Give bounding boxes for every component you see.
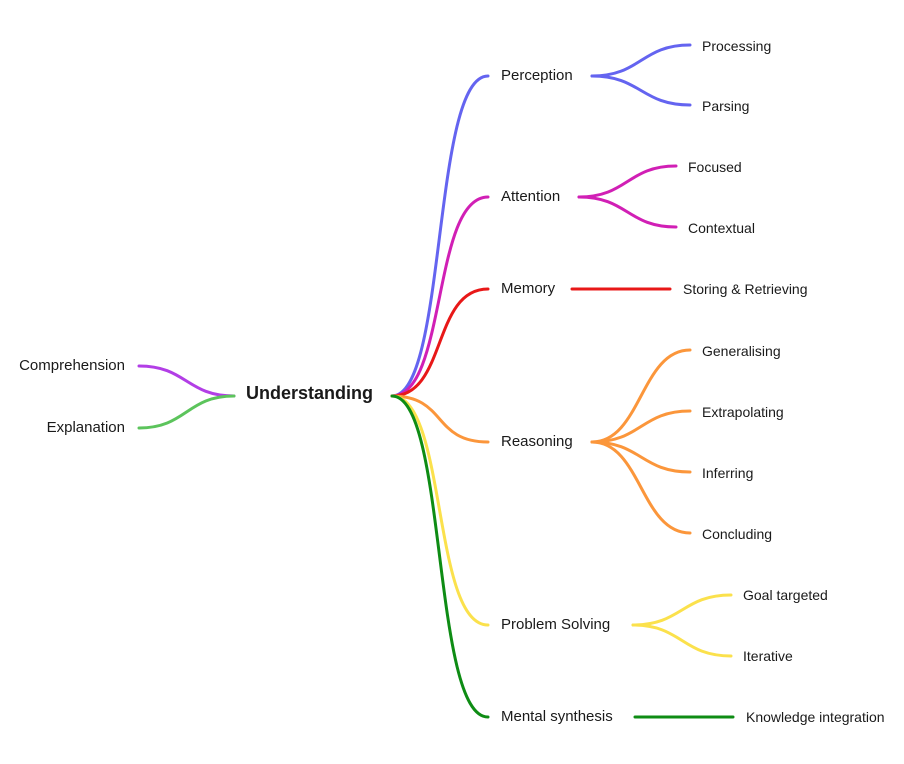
leaf-contextual[interactable]: Contextual — [688, 220, 755, 236]
leaf-focused[interactable]: Focused — [688, 159, 742, 175]
connector-attention-leaf-1 — [577, 195, 678, 229]
branch-mental-synthesis[interactable]: Mental synthesis — [501, 708, 613, 725]
leaf-iterative[interactable]: Iterative — [743, 648, 793, 664]
leaf-parsing[interactable]: Parsing — [702, 98, 750, 114]
connector-reasoning-leaf-1 — [590, 409, 692, 444]
connector-root-reasoning — [390, 394, 490, 444]
connector-reasoning-leaf-2 — [590, 440, 692, 474]
branch-attention[interactable]: Attention — [501, 188, 561, 205]
leaf-goal-targeted[interactable]: Goal targeted — [743, 587, 828, 603]
leaf-concluding[interactable]: Concluding — [702, 526, 773, 542]
branch-reasoning[interactable]: Reasoning — [501, 433, 573, 450]
connector-root-problem-solving — [390, 394, 490, 627]
connector-root-attention — [390, 195, 490, 398]
leaf-generalising[interactable]: Generalising — [702, 343, 781, 359]
connector-problem-solving-leaf-0 — [631, 593, 733, 627]
connector-reasoning-leaf-0 — [590, 348, 692, 444]
connector-problem-solving-leaf-1 — [631, 623, 733, 658]
branch-perception[interactable]: Perception — [501, 67, 573, 84]
connector-comprehension — [137, 364, 236, 398]
left-node-explanation[interactable]: Explanation — [46, 419, 125, 436]
connector-root-mental-synthesis — [390, 394, 490, 719]
leaf-inferring[interactable]: Inferring — [702, 465, 754, 481]
connector-perception-leaf-1 — [590, 74, 692, 107]
connector-root-memory — [390, 287, 490, 398]
left-node-comprehension[interactable]: Comprehension — [19, 357, 125, 374]
connector-root-perception — [390, 74, 490, 398]
leaf-processing[interactable]: Processing — [702, 38, 772, 54]
branch-problem-solving[interactable]: Problem Solving — [501, 616, 611, 633]
connector-attention-leaf-0 — [577, 164, 678, 199]
connector-explanation — [137, 394, 236, 430]
root-node[interactable]: Understanding — [246, 383, 374, 403]
leaf-storing-retrieving[interactable]: Storing & Retrieving — [683, 281, 808, 297]
branch-memory[interactable]: Memory — [501, 280, 556, 297]
leaf-knowledge-integration[interactable]: Knowledge integration — [746, 709, 885, 725]
connector-reasoning-leaf-3 — [590, 440, 692, 535]
connector-perception-leaf-0 — [590, 43, 692, 78]
leaf-extrapolating[interactable]: Extrapolating — [702, 404, 784, 420]
